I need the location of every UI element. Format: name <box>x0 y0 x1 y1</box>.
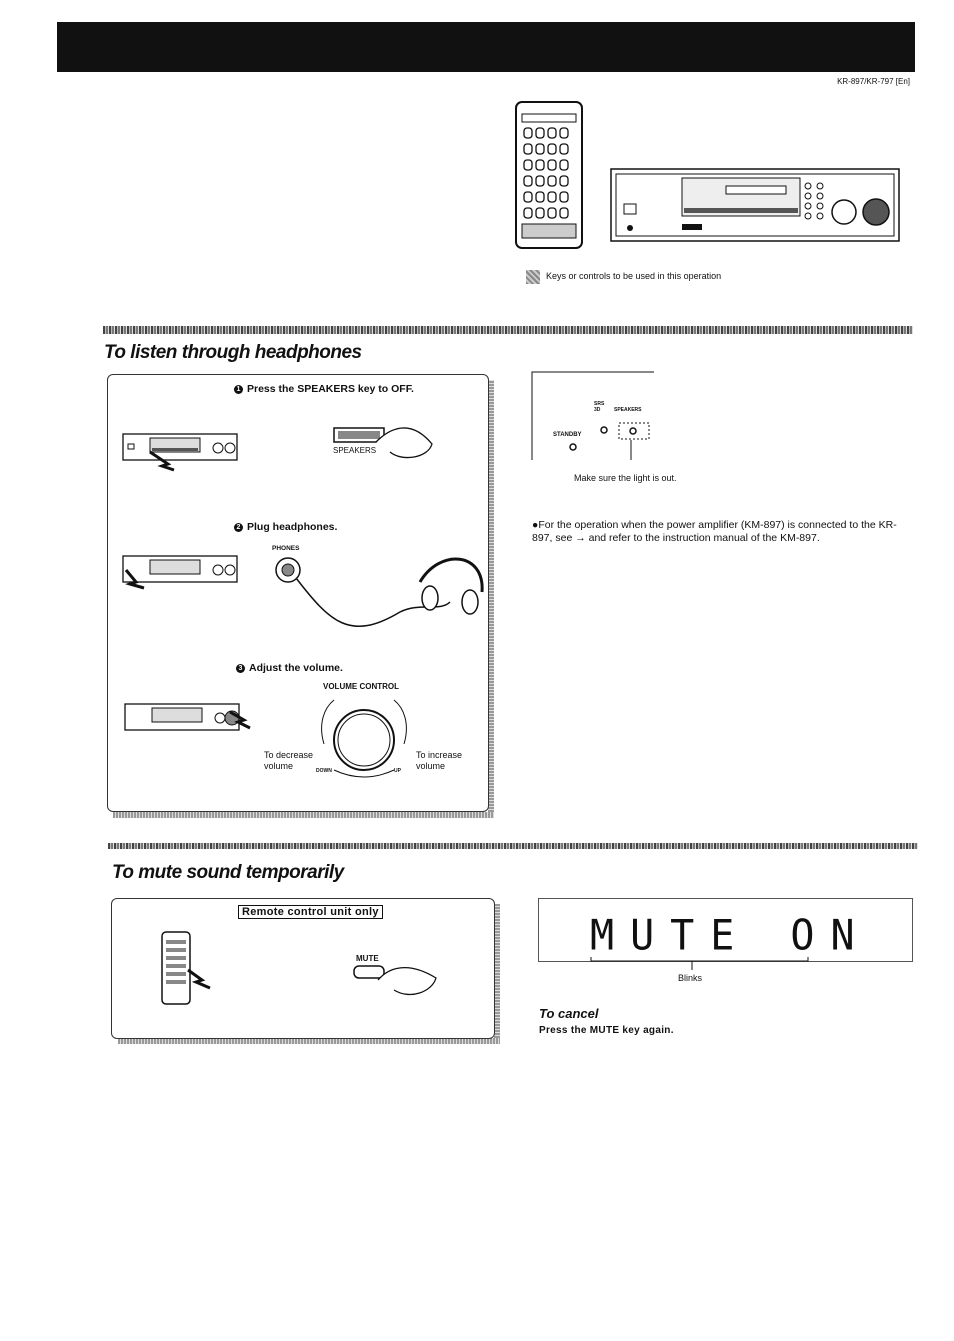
blinks-bracket <box>590 957 809 970</box>
km897-note: ●For the operation when the power amplif… <box>532 519 914 545</box>
mute-key-illustration <box>353 965 437 995</box>
section-rule <box>103 326 913 334</box>
speaker-indicator-panel <box>531 371 654 460</box>
step-number: 2 <box>234 523 243 532</box>
section-title-headphones: To listen through headphones <box>104 342 362 363</box>
step-2-text: Plug headphones. <box>247 521 338 533</box>
step-1-text: Press the SPEAKERS key to OFF. <box>247 383 414 395</box>
speakers-key-label: SPEAKERS <box>333 446 377 455</box>
speakers-key-illustration <box>333 427 433 459</box>
receiver-step1-illustration <box>122 433 238 472</box>
legend-swatch <box>526 270 540 284</box>
step-3: 3 Adjust the volume. <box>236 662 343 674</box>
section-rule <box>108 843 918 849</box>
km897-note-text: For the operation when the power amplifi… <box>532 519 897 544</box>
box-shadow <box>488 380 494 818</box>
remote-control-illustration <box>515 101 583 249</box>
light-out-note: Make sure the light is out. <box>574 473 677 483</box>
remote-only-label: Remote control unit only <box>238 905 383 919</box>
step-3-text: Adjust the volume. <box>249 662 343 674</box>
speakers-indicator-label: SPEAKERS <box>614 407 642 413</box>
volume-control-label: VOLUME CONTROL <box>323 682 399 691</box>
decrease-volume-label: To decrease volume <box>264 750 314 771</box>
step-2: 2 Plug headphones. <box>234 521 337 533</box>
3d-label: 3D <box>594 407 601 413</box>
blinks-label: Blinks <box>678 973 703 983</box>
header-bar <box>57 22 915 72</box>
box-shadow <box>494 904 500 1044</box>
to-cancel-title: To cancel <box>539 1006 599 1021</box>
volume-knob-illustration <box>321 699 407 778</box>
receiver-illustration <box>610 168 900 242</box>
increase-volume-label: To increase volume <box>416 750 463 771</box>
mute-display-text: MUTE ON <box>590 911 871 961</box>
box-shadow <box>113 812 494 818</box>
bullet: ● <box>532 519 539 531</box>
model-code: KR-897/KR-797 [En] <box>837 77 910 86</box>
mini-remote-illustration <box>161 931 211 1005</box>
step-number: 1 <box>234 385 243 394</box>
headphones-illustration <box>275 557 484 628</box>
step-number: 3 <box>236 664 245 673</box>
step-1: 1 Press the SPEAKERS key to OFF. <box>234 383 414 395</box>
down-label: DOWN <box>316 768 332 774</box>
mute-key-label: MUTE <box>356 954 379 963</box>
legend-text: Keys or controls to be used in this oper… <box>546 271 722 281</box>
section-title-mute: To mute sound temporarily <box>112 862 344 883</box>
phones-label: PHONES <box>272 545 300 552</box>
receiver-step2-illustration <box>122 555 238 590</box>
standby-label: STANDBY <box>553 432 582 438</box>
receiver-step3-illustration <box>124 703 251 731</box>
srs-label: SRS <box>594 401 605 407</box>
up-label: UP <box>394 768 401 774</box>
box-shadow <box>118 1038 500 1044</box>
to-cancel-text: Press the MUTE key again. <box>539 1025 674 1036</box>
